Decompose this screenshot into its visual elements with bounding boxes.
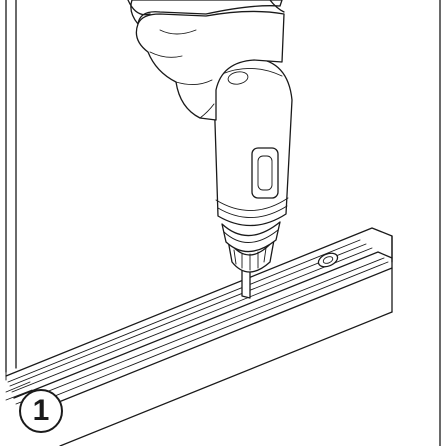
step-number-badge: 1 xyxy=(19,389,63,433)
power-drill-icon xyxy=(213,57,293,273)
panel-outline xyxy=(5,0,441,446)
screw-hole-icon xyxy=(317,252,339,268)
step-number: 1 xyxy=(32,394,50,427)
rail-profile-icon xyxy=(5,227,393,446)
hand-icon xyxy=(127,0,285,121)
